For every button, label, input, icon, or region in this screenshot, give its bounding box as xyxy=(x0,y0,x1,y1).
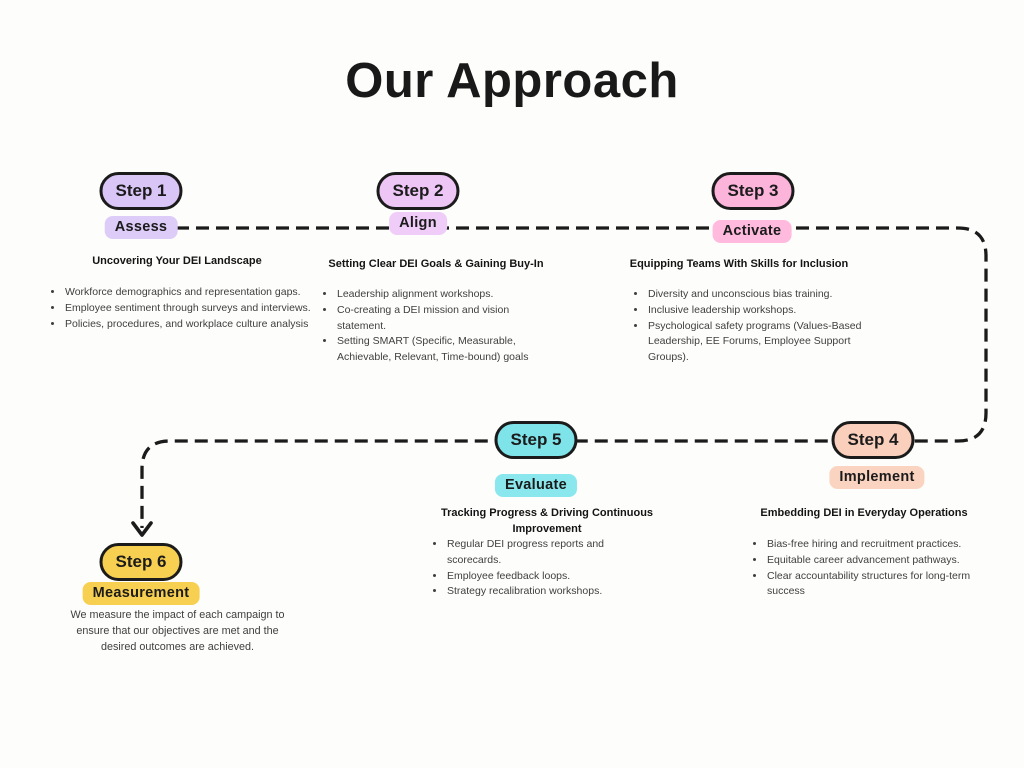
step-2-pill: Step 2 xyxy=(376,172,460,210)
step-4-pill: Step 4 xyxy=(831,421,915,459)
step-1-heading: Uncovering Your DEI Landscape xyxy=(92,255,262,267)
step-4-bullets: Bias-free hiring and recruitment practic… xyxy=(747,537,992,600)
step-6-label: Measurement xyxy=(82,582,200,605)
step-4-label: Implement xyxy=(829,466,925,489)
bullet-item: Psychological safety programs (Values-Ba… xyxy=(647,319,893,366)
flow-connector-path xyxy=(140,226,988,528)
step-5-pill: Step 5 xyxy=(494,421,578,459)
bullet-item: Employee feedback loops. xyxy=(446,569,652,585)
bullet-item: Policies, procedures, and workplace cult… xyxy=(64,317,326,333)
step-4-heading: Embedding DEI in Everyday Operations xyxy=(760,507,968,519)
page-title: Our Approach xyxy=(345,54,679,108)
bullet-item: Diversity and unconscious bias training. xyxy=(647,287,893,303)
bullet-item: Co-creating a DEI mission and vision sta… xyxy=(336,303,548,335)
bullet-item: Inclusive leadership workshops. xyxy=(647,303,893,319)
step-5-label: Evaluate xyxy=(494,474,578,497)
bullet-item: Employee sentiment through surveys and i… xyxy=(64,301,326,317)
step-6-pill: Step 6 xyxy=(99,543,183,581)
step-3-heading: Equipping Teams With Skills for Inclusio… xyxy=(629,258,849,270)
step-1-pill: Step 1 xyxy=(99,172,183,210)
step-6-description: We measure the impact of each campaign t… xyxy=(70,609,285,653)
bullet-item: Leadership alignment workshops. xyxy=(336,287,548,303)
bullet-item: Bias-free hiring and recruitment practic… xyxy=(766,537,992,553)
step-2-heading: Setting Clear DEI Goals & Gaining Buy-In xyxy=(328,258,544,270)
bullet-item: Strategy recalibration workshops. xyxy=(446,584,652,600)
bullet-item: Regular DEI progress reports and scoreca… xyxy=(446,537,652,569)
flow-arrowhead-icon xyxy=(131,521,153,537)
step-5-bullets: Regular DEI progress reports and scoreca… xyxy=(427,537,652,600)
step-3-pill: Step 3 xyxy=(711,172,795,210)
step-3-label: Activate xyxy=(712,220,792,243)
bullet-item: Setting SMART (Specific, Measurable, Ach… xyxy=(336,334,548,366)
bullet-item: Equitable career advancement pathways. xyxy=(766,553,992,569)
step-3-bullets: Diversity and unconscious bias training.… xyxy=(628,287,893,366)
step-2-bullets: Leadership alignment workshops.Co-creati… xyxy=(317,287,548,366)
bullet-item: Workforce demographics and representatio… xyxy=(64,285,326,301)
step-1-label: Assess xyxy=(104,216,178,239)
step-5-heading: Tracking Progress & Driving Continuous I… xyxy=(440,507,654,535)
step-1-bullets: Workforce demographics and representatio… xyxy=(45,285,326,332)
bullet-item: Clear accountability structures for long… xyxy=(766,569,992,601)
step-2-label: Align xyxy=(389,212,447,235)
